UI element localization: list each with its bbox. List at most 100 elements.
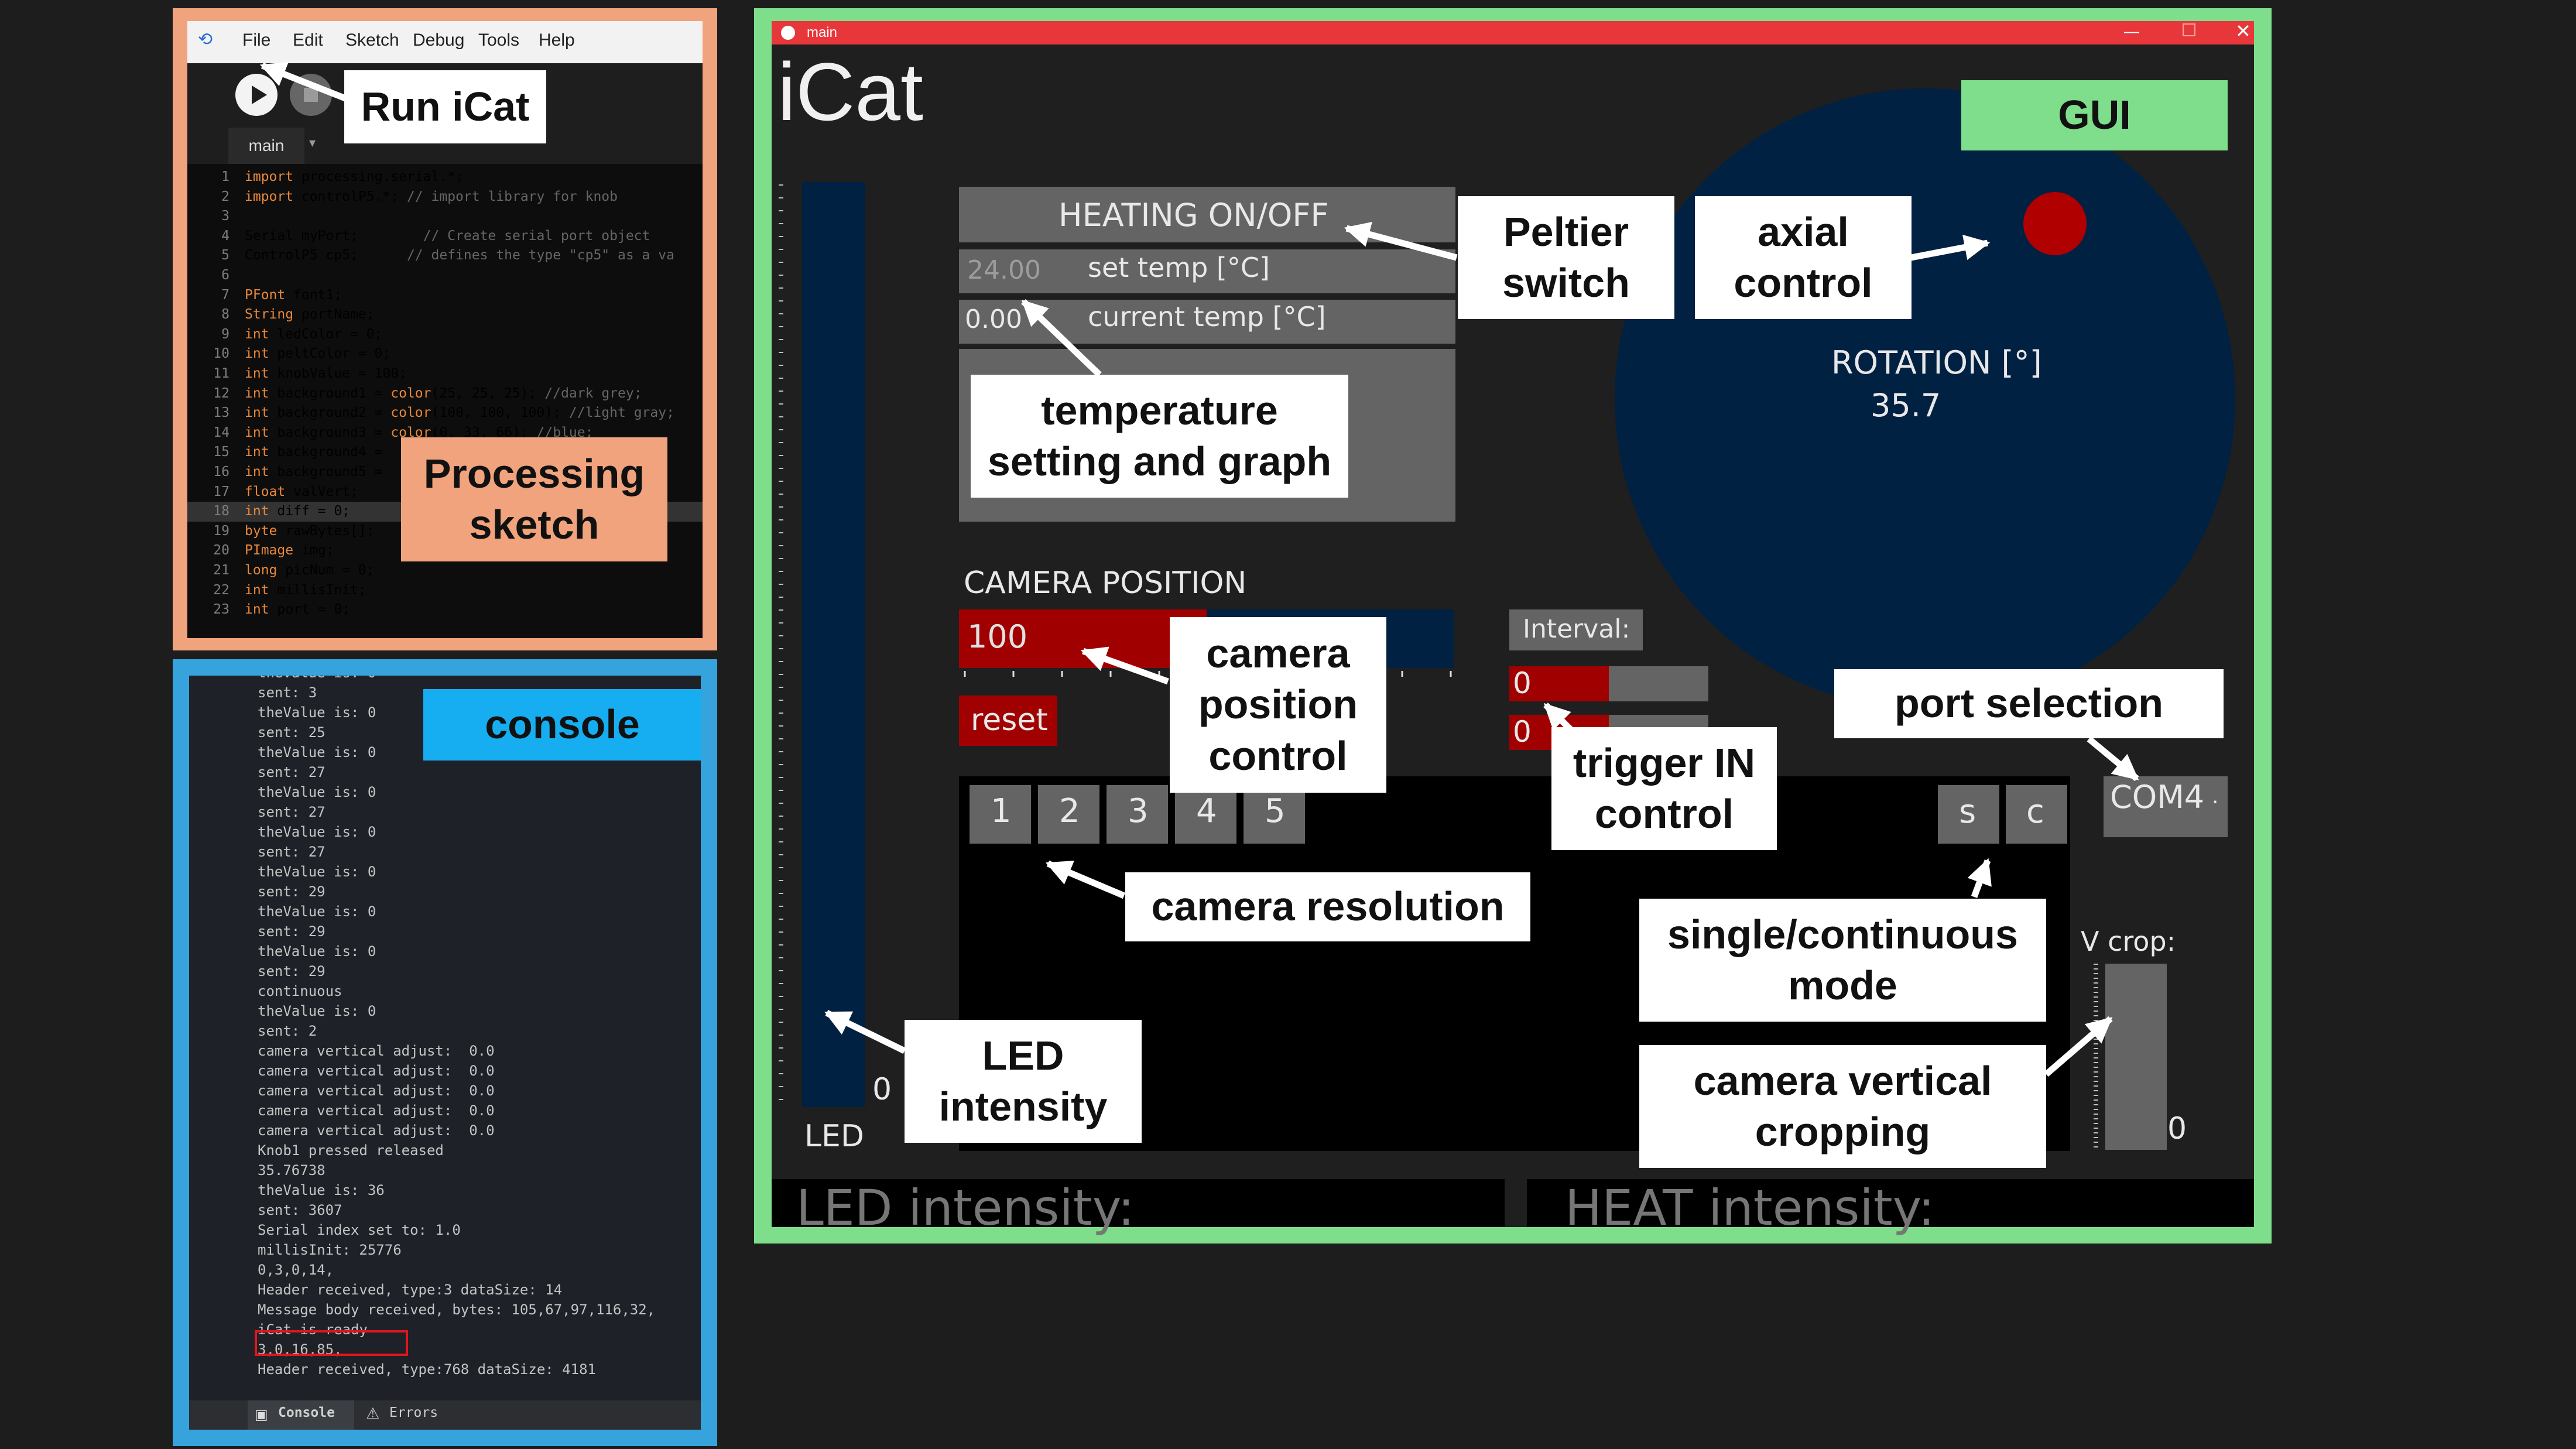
code-text: int background2 = color(100, 100, 100); … (245, 403, 674, 423)
code-line: 23 int port = 0; (187, 600, 703, 620)
window-title: main (807, 25, 838, 40)
code-text: ControlP5 cp5; // defines the type "cp5"… (245, 246, 674, 266)
menu-help[interactable]: Help (539, 30, 575, 50)
continuous-mode-button[interactable] (2006, 785, 2067, 844)
code-token: int (245, 405, 269, 421)
current-temp-label: current temp [°C] (1088, 301, 1326, 333)
code-token: ledColor = 0; (269, 326, 383, 342)
trigger-in-annotation: trigger IN control (1551, 727, 1777, 850)
reset-button-label: reset (971, 703, 1048, 738)
code-token: color (390, 385, 431, 401)
console-line: sent: 29 (258, 923, 326, 940)
code-token: peltColor = 0; (269, 346, 391, 362)
arrow-peltier (1344, 221, 1458, 261)
resolution-button-4[interactable]: 4 (1175, 785, 1236, 844)
led-intensity-readout (772, 1179, 1505, 1227)
rotation-knob-handle[interactable] (2023, 192, 2087, 255)
console-line: millisInit: 25776 (258, 1242, 402, 1258)
reset-button[interactable] (959, 696, 1057, 746)
menu-tools[interactable]: Tools (478, 30, 520, 50)
code-token: float (245, 484, 286, 499)
led-intensity-slider[interactable] (802, 182, 865, 1107)
line-number: 6 (221, 268, 229, 283)
code-text: long picNum = 0; (245, 561, 375, 581)
close-icon[interactable]: ✕ (2235, 20, 2251, 42)
code-text: int peltColor = 0; (245, 344, 390, 364)
led-intensity-annotation: LED intensity (905, 1020, 1142, 1143)
resolution-button-label: 2 (1059, 792, 1080, 830)
tab-console[interactable] (248, 1400, 354, 1430)
led-slider-ticks (779, 184, 783, 1100)
camera-resolution-annotation: camera resolution (1125, 872, 1530, 941)
code-token: rawBytes[]; (277, 523, 375, 539)
console-icon: ▣ (255, 1406, 268, 1423)
console-line: camera vertical adjust: 0.0 (258, 1043, 495, 1059)
temperature-annotation: temperature setting and graph (971, 375, 1348, 498)
code-token: img; (293, 543, 334, 559)
app-icon (781, 26, 795, 40)
code-text: int millisInit; (245, 581, 366, 601)
rotation-knob[interactable] (1615, 88, 2235, 709)
code-token: import (245, 169, 294, 184)
menu-edit[interactable]: Edit (293, 30, 323, 50)
console-line: iCat is ready (258, 1321, 368, 1338)
current-temp-value: 0.00 (965, 304, 1022, 334)
resolution-button-3[interactable]: 3 (1107, 785, 1168, 844)
code-text: int diff = 0; (245, 502, 350, 522)
code-text: int background4 = (245, 443, 382, 463)
line-number: 4 (221, 228, 229, 244)
code-token: int (245, 582, 269, 598)
code-token: // defines the type "cp5" as a va (406, 248, 674, 263)
console-line: sent: 29 (258, 883, 326, 900)
resolution-button-1[interactable]: 1 (970, 785, 1031, 844)
camera-position-control-annotation: camera position control (1170, 617, 1386, 793)
maximize-icon[interactable] (2183, 23, 2195, 36)
console-line: Knob1 pressed released (258, 1142, 444, 1159)
code-text: String portName; (245, 305, 375, 325)
tab-menu-chevron-icon[interactable]: ▾ (309, 136, 316, 150)
code-token: valVert; (285, 484, 358, 499)
code-token: Serial myPort; (245, 228, 423, 244)
code-token: font1; (285, 287, 342, 303)
menu-file[interactable]: File (242, 30, 271, 50)
run-button[interactable] (235, 74, 278, 116)
console-line: 35.76738 (258, 1162, 326, 1179)
led-value: 0 (872, 1072, 892, 1107)
port-select-dropdown[interactable] (2104, 776, 2228, 837)
code-text: int port = 0; (245, 600, 350, 620)
arrow-temperature (1021, 299, 1102, 377)
menu-sketch[interactable]: Sketch (345, 30, 399, 50)
single-mode-label: s (1959, 793, 1976, 831)
minimize-icon[interactable]: — (2124, 22, 2139, 40)
code-token: int (245, 366, 269, 381)
vertical-crop-slider[interactable] (2105, 964, 2167, 1150)
code-line: 6 (187, 266, 703, 286)
console-line: sent: 27 (258, 844, 326, 860)
tab-errors[interactable]: Errors (389, 1405, 439, 1420)
set-temp-field[interactable] (959, 249, 1455, 293)
line-number: 12 (213, 385, 229, 401)
camera-position-label: CAMERA POSITION (964, 566, 1247, 601)
resolution-button-5[interactable]: 5 (1244, 785, 1305, 844)
console-footer: ▣ Console ⚠ Errors (189, 1400, 701, 1430)
menu-debug[interactable]: Debug (413, 30, 465, 50)
line-number: 23 (213, 602, 229, 618)
code-token: int (245, 424, 269, 440)
code-token: color (390, 405, 431, 421)
line-number: 2 (221, 189, 229, 204)
tab-main[interactable]: main (228, 128, 304, 164)
line-number: 11 (213, 366, 229, 381)
resolution-button-2[interactable]: 2 (1038, 785, 1099, 844)
single-mode-button[interactable] (1938, 785, 1999, 844)
code-token: int (245, 346, 269, 362)
heat-intensity-text: HEAT intensity: (1565, 1179, 1935, 1236)
console-line: sent: 27 (258, 804, 326, 820)
